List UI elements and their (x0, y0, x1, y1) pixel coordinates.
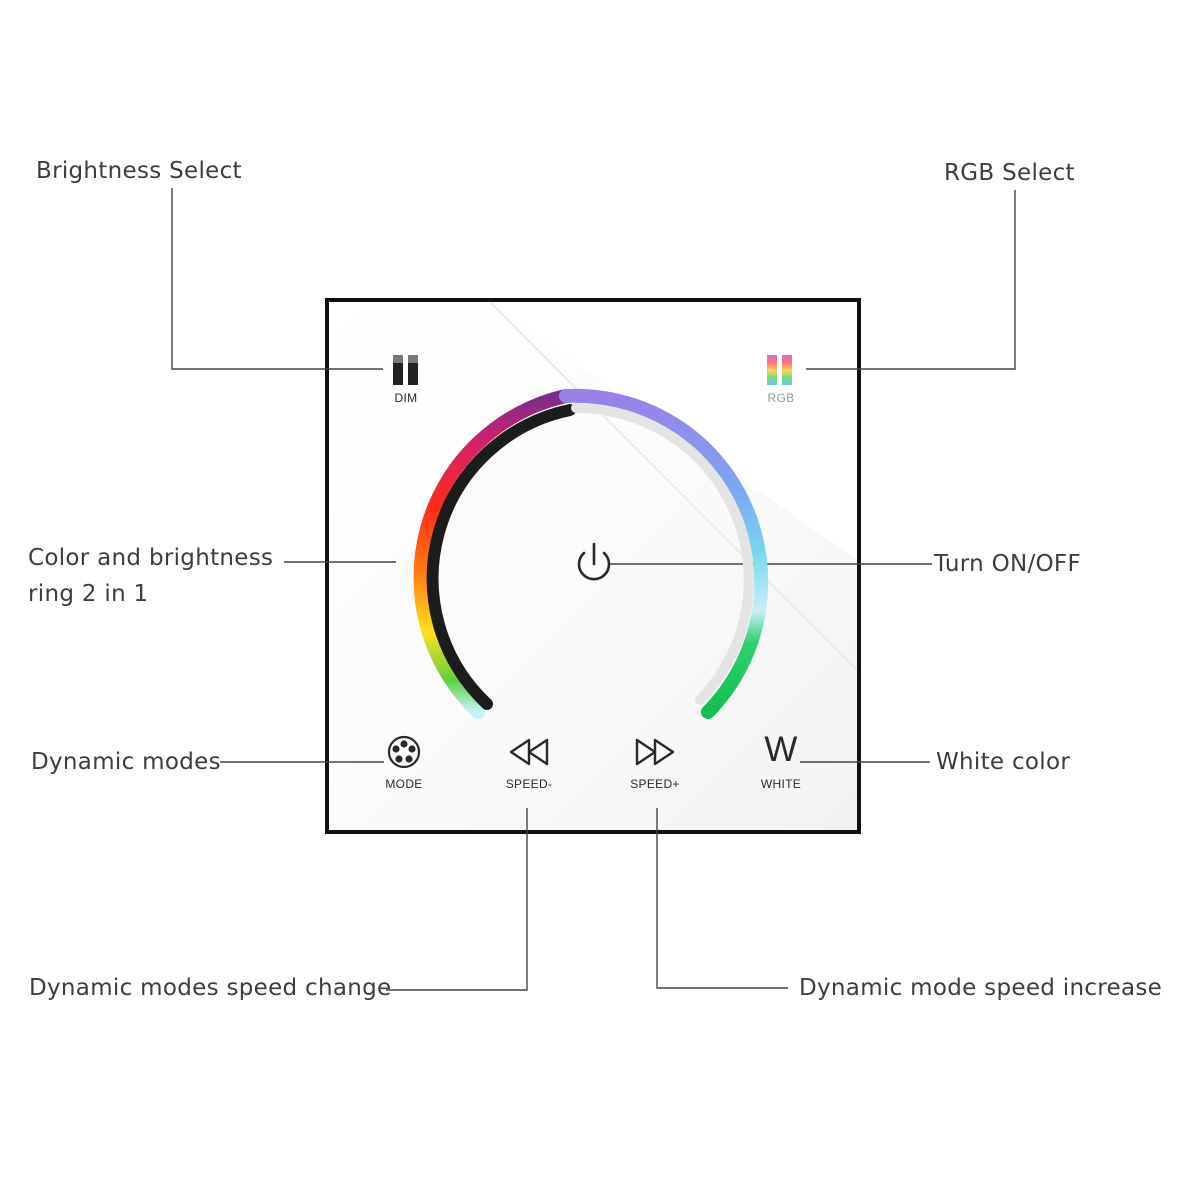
ring-color-band-left[interactable] (413, 389, 573, 719)
mode-flower-icon[interactable] (387, 735, 421, 769)
white-label: WHITE (760, 777, 802, 791)
rgb-label: RGB (767, 391, 795, 405)
rewind-icon[interactable] (509, 738, 549, 766)
leader-brightness-select (171, 188, 383, 370)
dim-label: DIM (394, 391, 418, 405)
ring-inner-dark-band (426, 404, 576, 710)
callout-speed-increase: Dynamic mode speed increase (799, 975, 1163, 1001)
leader-speed-change (386, 808, 528, 991)
mode-label: MODE (385, 777, 423, 791)
callout-speed-change: Dynamic modes speed change (29, 975, 392, 1001)
dim-bars-icon[interactable] (393, 355, 418, 385)
power-icon[interactable] (577, 542, 611, 581)
callout-rgb-select: RGB Select (944, 160, 1075, 186)
fast-forward-icon[interactable] (635, 738, 675, 766)
white-button[interactable]: W (764, 730, 798, 769)
callout-white-color: White color (936, 749, 1071, 775)
rgb-bars-icon[interactable] (767, 355, 792, 385)
callout-ring-line2: ring 2 in 1 (28, 581, 149, 607)
callout-dynamic-modes: Dynamic modes (31, 749, 221, 775)
speed-minus-label: SPEED- (505, 777, 553, 791)
leader-rgb-select (806, 190, 1016, 370)
leader-speed-increase (656, 808, 788, 989)
callout-turn-on-off: Turn ON/OFF (934, 551, 1081, 577)
glass-reflection-edge (489, 301, 858, 671)
color-brightness-ring[interactable] (413, 388, 769, 719)
callout-brightness-select: Brightness Select (36, 158, 242, 184)
speed-plus-label: SPEED+ (630, 777, 680, 791)
ring-inner-light-band (571, 402, 754, 705)
leader-lines (171, 188, 1016, 991)
callout-ring-line1: Color and brightness (28, 545, 274, 571)
ring-color-band-right[interactable] (559, 388, 769, 719)
